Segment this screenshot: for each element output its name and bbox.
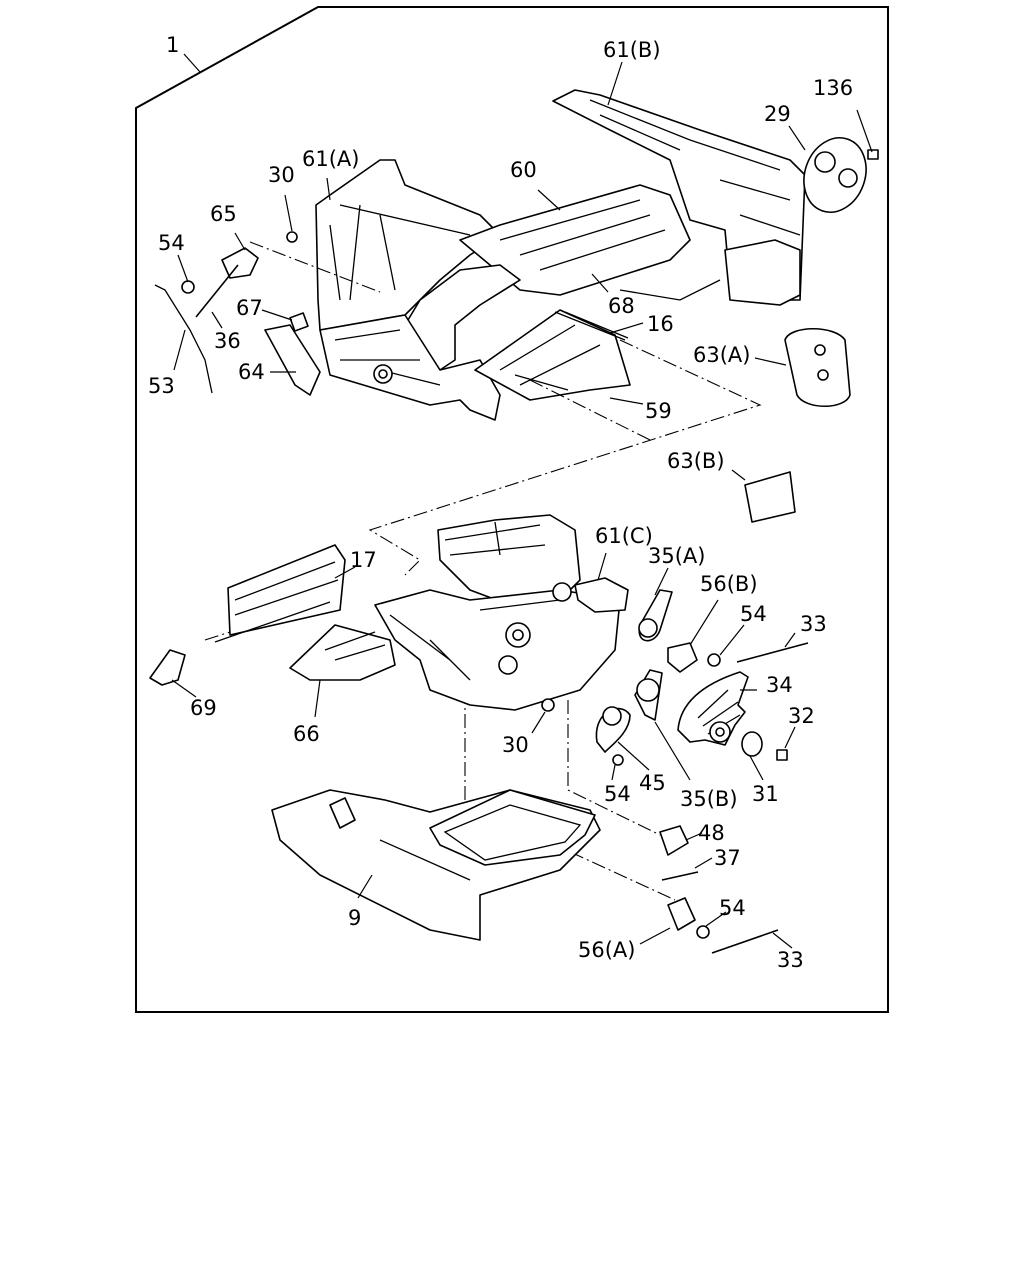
callout-33-upper: 33 xyxy=(800,612,827,636)
diagram-frame xyxy=(135,6,889,1013)
callout-136: 136 xyxy=(813,76,853,100)
callout-59: 59 xyxy=(645,399,672,423)
callout-48: 48 xyxy=(698,821,725,845)
callout-54-bottom: 54 xyxy=(719,896,746,920)
callout-63b: 63(B) xyxy=(667,449,725,473)
callout-66: 66 xyxy=(293,722,320,746)
callout-45: 45 xyxy=(639,771,666,795)
callout-60: 60 xyxy=(510,158,537,182)
leader-lines xyxy=(171,53,873,949)
callout-69: 69 xyxy=(190,696,217,720)
callout-33-bottom: 33 xyxy=(777,948,804,972)
callout-56a: 56(A) xyxy=(578,938,635,962)
callout-labels: 1 61(B) 136 29 61(A) 30 60 65 54 67 68 1… xyxy=(148,33,853,972)
callout-31: 31 xyxy=(752,782,779,806)
callout-29: 29 xyxy=(764,102,791,126)
callout-56b: 56(B) xyxy=(700,572,758,596)
callout-61b: 61(B) xyxy=(603,38,661,62)
callout-9: 9 xyxy=(348,906,361,930)
upper-heater-case-assembly xyxy=(154,89,879,523)
callout-16: 16 xyxy=(647,312,674,336)
callout-65: 65 xyxy=(210,202,237,226)
callout-61a: 61(A) xyxy=(302,147,359,171)
callout-54-mid: 54 xyxy=(740,602,767,626)
callout-34: 34 xyxy=(766,673,793,697)
callout-35b: 35(B) xyxy=(680,787,738,811)
callout-54-lower: 54 xyxy=(604,782,631,806)
callout-67: 67 xyxy=(236,296,263,320)
callout-54-upper: 54 xyxy=(158,231,185,255)
callout-36: 36 xyxy=(214,329,241,353)
callout-68: 68 xyxy=(608,294,635,318)
callout-53: 53 xyxy=(148,374,175,398)
callout-64: 64 xyxy=(238,360,265,384)
callout-61c: 61(C) xyxy=(595,524,653,548)
callout-35a: 35(A) xyxy=(648,544,705,568)
callout-37: 37 xyxy=(714,846,741,870)
lower-heater-case-assembly xyxy=(149,514,809,954)
callout-32: 32 xyxy=(788,704,815,728)
callout-17: 17 xyxy=(350,548,377,572)
callout-1: 1 xyxy=(166,33,179,57)
callout-63a: 63(A) xyxy=(693,343,750,367)
callout-30-lower: 30 xyxy=(502,733,529,757)
callout-30-upper: 30 xyxy=(268,163,295,187)
